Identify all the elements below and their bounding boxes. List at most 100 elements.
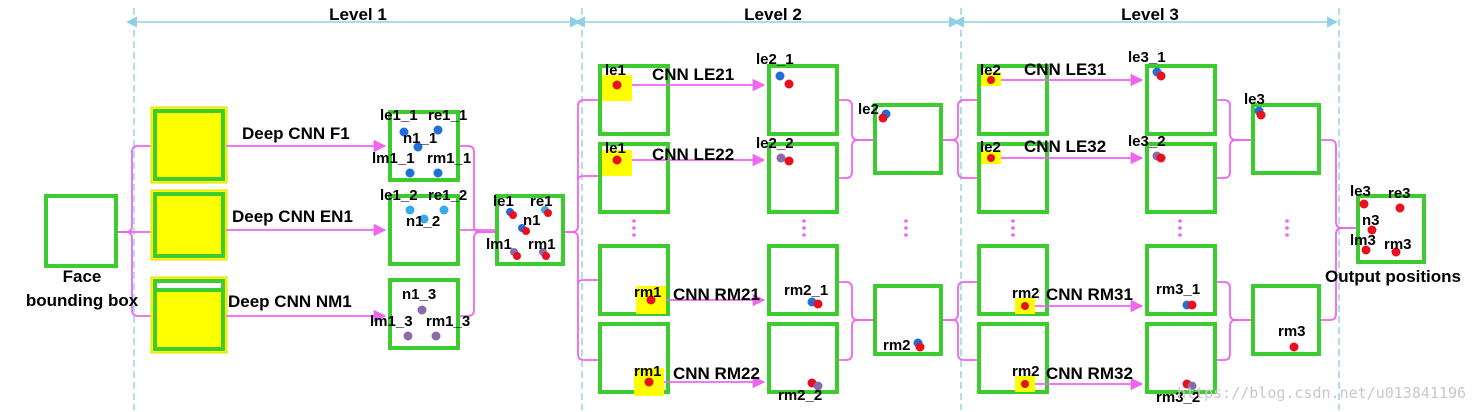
dot-n1-1 [413,142,423,152]
pt-re1-2: re1_2 [428,187,467,204]
l3-merged-rm3: rm3 [1278,323,1306,340]
l2-fan-4 [577,279,598,285]
dot-le1-1 [399,127,409,137]
pt-lm1-1: lm1_1 [372,150,415,167]
l1-merged-box [495,194,565,266]
level3-input-boxes [977,64,1049,394]
l3-out-le3-2: le3_2 [1128,133,1166,150]
l3-fan-2 [942,139,978,179]
level3-output-boxes [1145,64,1217,394]
watermark: https://blog.csdn.net/u013841196 [1177,384,1466,402]
pt-n1-2: n1_2 [406,213,440,230]
net-rm21-label: CNN RM21 [673,285,760,304]
pt-re1: re1 [530,193,553,210]
out-pt-re3: re3 [1388,185,1411,202]
l2-in-le1-b: le1 [605,140,626,157]
dot-lm1-3 [403,331,413,341]
l3-fan-3 [942,281,978,321]
dot-re1-1 [433,125,443,135]
dot-rm3 [1289,342,1299,352]
dot-re1-2 [439,205,449,215]
l3-fan-4 [942,319,978,361]
l3-le-merge-b [1216,139,1252,179]
l2-merged-rm2: rm2 [883,337,911,354]
net-le32-label: CNN LE32 [1024,137,1106,156]
out-pt-rm3: rm3 [1384,236,1412,253]
pt-n1-3: n1_3 [402,286,436,303]
l1-merge-bottom [459,231,495,317]
level2-output-dots [775,71,823,391]
l3-in-le2-a: le2 [980,62,1001,79]
net-le31-label: CNN LE31 [1024,60,1106,79]
dot-n1-2 [419,214,429,224]
dot-rm1-3 [431,331,441,341]
l2-out-rm2-2: rm2_2 [778,387,822,404]
net-rm22-label: CNN RM22 [673,364,760,383]
l3-rm-merge-a [1216,281,1252,321]
level3-title: Level 3 [1121,5,1179,24]
l2-merged-le2: le2 [858,101,879,118]
pt-rm1-3: rm1_3 [426,313,470,330]
dot-le3-b [1256,110,1266,120]
l1-merged-dots [506,206,552,260]
l3-out-rm3-1: rm3_1 [1156,281,1200,298]
l2-out-le2-1: le2_1 [756,51,794,68]
dot-le1-2 [405,205,415,215]
l3-out-rm3-2: rm3_2 [1156,389,1200,406]
level2-title: Level 2 [744,5,802,24]
pt-le1-2: le1_2 [380,187,418,204]
l3-merged-rm-box [1251,284,1321,356]
level2-arrows [632,78,766,389]
pt-lm1: lm1 [486,236,512,253]
dot-n1-3 [417,305,427,315]
dot-out-lm3 [1361,245,1371,255]
l2-in-rm1-a: rm1 [634,284,662,301]
l3-in-rm2-b: rm2 [1012,363,1040,380]
dot-le2-b [878,113,888,123]
pt-le1-1: le1_1 [380,107,418,124]
l2-fan-3 [565,231,598,361]
net-le21-label: CNN LE21 [652,65,734,84]
l3-merged-le3: le3 [1244,91,1265,108]
pt-n1: n1 [523,212,541,229]
patch-f1 [153,109,225,181]
input-connector-bottom [117,231,151,317]
patch-en1 [153,192,225,258]
pt-rm1-1: rm1_1 [427,150,471,167]
l1-out-box-f1 [388,110,460,182]
level3-output-dots [1152,67,1197,391]
net-en1-label: Deep CNN EN1 [232,207,353,226]
level1-title: Level 1 [329,5,387,24]
pt-lm1-3: lm1_3 [370,313,413,330]
level2-output-boxes [767,64,839,394]
net-nm1-label: Deep CNN NM1 [228,292,352,311]
l3-fan-1 [942,99,978,141]
l1-out-box-en1 [388,194,460,266]
net-f1-label: Deep CNN F1 [242,124,350,143]
input-label-line1: Face [63,267,102,286]
l2-merged-rm-box [873,284,943,356]
out-pt-le3: le3 [1350,183,1371,200]
l3-in-le2-b: le2 [980,139,1001,156]
output-label: Output positions [1325,267,1461,286]
out-merge-b [1320,227,1356,321]
pt-le1: le1 [493,193,514,210]
level3-arrows [1001,73,1144,391]
l2-le-merge-b [838,139,874,179]
face-input-box [44,194,118,268]
out-pt-lm3: lm3 [1350,232,1376,249]
net-rm32-label: CNN RM32 [1046,364,1133,383]
dot-out-le3 [1359,199,1369,209]
input-label-line2: bounding box [26,291,139,310]
pt-n1-1: n1_1 [403,130,437,147]
l3-rm-merge-b [1216,319,1252,361]
net-rm31-label: CNN RM31 [1046,285,1133,304]
level-separators [133,8,1340,410]
l2-in-rm1-b: rm1 [634,363,662,380]
dot-lm1-1 [405,168,415,178]
dot-rm1-1 [433,168,443,178]
dot-rm2-b [915,342,925,352]
l3-out-le3-1: le3_1 [1128,49,1166,66]
